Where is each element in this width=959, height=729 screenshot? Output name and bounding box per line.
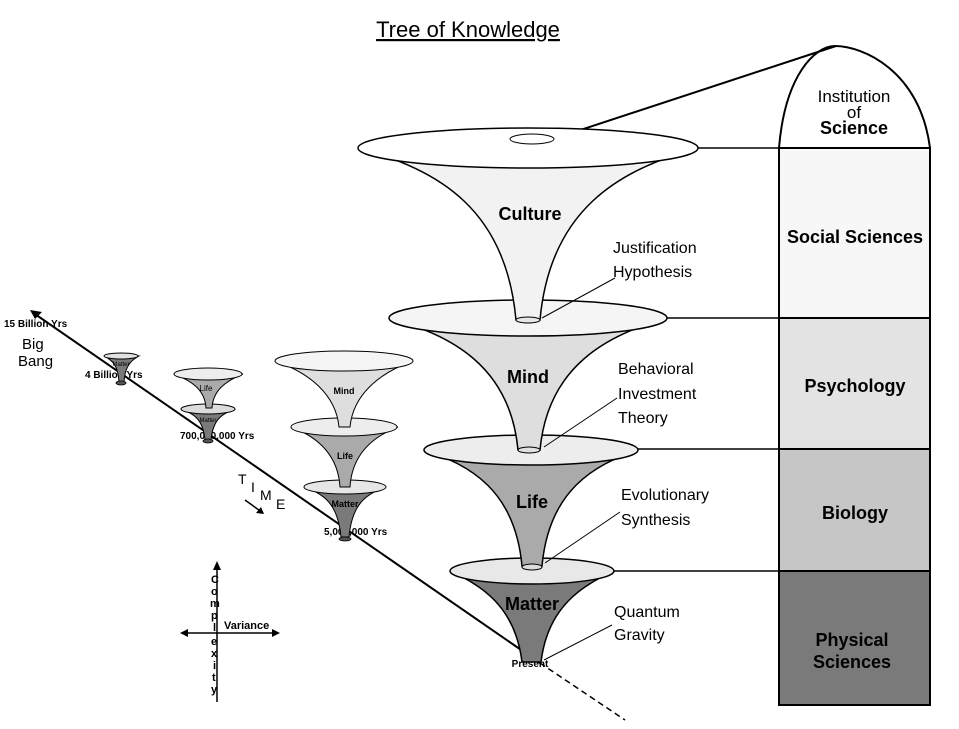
- justification-annotation: Justification Hypothesis: [541, 240, 697, 319]
- culture-funnel: Culture: [357, 127, 699, 324]
- complexity-variance-axes: C o m p l e x i t y Variance: [180, 561, 280, 702]
- svg-text:x: x: [211, 648, 218, 660]
- svg-text:p: p: [211, 610, 218, 622]
- complexity-label: C o m p l e x i t y: [210, 574, 220, 696]
- institution-label-line2: of: [847, 103, 861, 122]
- institution-label-line3: Science: [820, 118, 888, 138]
- tiny-funnel-4-billion: Matter: [103, 352, 141, 386]
- psychology-label: Psychology: [804, 376, 905, 396]
- large-funnels-5-million: Matter Life Mind: [274, 350, 414, 542]
- evolutionary-line1: Evolutionary: [621, 487, 709, 504]
- psychology-section: [778, 317, 931, 450]
- evolutionary-annotation: Evolutionary Synthesis: [544, 487, 709, 564]
- mid-matter-label: Matter: [199, 418, 216, 424]
- timeline-arrowhead: [30, 310, 42, 319]
- biology-label: Biology: [822, 503, 888, 523]
- large-mind-label: Mind: [334, 386, 355, 396]
- social-sciences-section: [778, 147, 931, 319]
- mind-funnel-label: Mind: [507, 367, 549, 387]
- physical-sciences-label-line1: Physical: [815, 630, 888, 650]
- large-matter-label: Matter: [331, 499, 359, 509]
- mid-life-label: Life: [200, 384, 213, 393]
- life-funnel-label: Life: [516, 492, 548, 512]
- behavioral-line3: Theory: [618, 410, 668, 427]
- evolutionary-line2: Synthesis: [621, 512, 690, 529]
- timeline-future-dashed: [539, 662, 626, 721]
- svg-text:C: C: [211, 574, 219, 586]
- diagram-title: Tree of Knowledge: [376, 17, 560, 42]
- tiny-funnel-label: Matter: [112, 362, 129, 368]
- time-letter-i: I: [251, 479, 255, 495]
- institution-pointer-line: [552, 45, 837, 140]
- svg-text:i: i: [213, 660, 216, 672]
- physical-sciences-label-line2: Sciences: [813, 652, 891, 672]
- physical-sciences-section: [778, 570, 931, 706]
- time-arrow-icon: [244, 499, 264, 514]
- present-label: Present: [512, 659, 549, 670]
- institution-label-line1: Institution: [818, 87, 891, 106]
- quantum-annotation: Quantum Gravity: [543, 604, 680, 661]
- svg-text:e: e: [211, 636, 217, 648]
- big-bang-line2: Bang: [18, 353, 53, 370]
- big-bang-line1: Big: [22, 336, 44, 353]
- four-billion-label: 4 Billion Yrs: [85, 370, 143, 381]
- social-sciences-label: Social Sciences: [787, 227, 923, 247]
- large-life-label: Life: [337, 451, 353, 461]
- svg-text:o: o: [211, 586, 218, 598]
- behavioral-line2: Investment: [618, 386, 697, 403]
- quantum-line2: Gravity: [614, 627, 665, 644]
- svg-text:y: y: [211, 684, 218, 696]
- quantum-line1: Quantum: [614, 604, 680, 621]
- mid-funnels-700-million: Matter Life: [173, 367, 244, 444]
- variance-label: Variance: [224, 620, 269, 632]
- justification-line2: Hypothesis: [613, 264, 692, 281]
- svg-text:l: l: [213, 622, 216, 634]
- behavioral-line1: Behavioral: [618, 361, 694, 378]
- science-column: Institution of Science Social Sciences P…: [777, 44, 932, 706]
- svg-text:t: t: [212, 672, 216, 684]
- fifteen-billion-label: 15 Billion Yrs: [4, 319, 68, 330]
- behavioral-annotation: Behavioral Investment Theory: [543, 361, 697, 448]
- life-funnel: Life: [423, 434, 639, 571]
- culture-funnel-label: Culture: [499, 204, 562, 224]
- time-letter-t: T: [238, 471, 247, 487]
- seven-hundred-million-label: 700,000,000 Yrs: [180, 431, 255, 442]
- matter-funnel-label: Matter: [505, 594, 559, 614]
- justification-line1: Justification: [613, 240, 697, 257]
- time-letter-m: M: [260, 487, 272, 503]
- svg-text:m: m: [210, 598, 220, 610]
- matter-funnel: Matter: [449, 557, 615, 663]
- time-letter-e: E: [276, 496, 285, 512]
- five-million-label: 5,000,000 Yrs: [324, 527, 388, 538]
